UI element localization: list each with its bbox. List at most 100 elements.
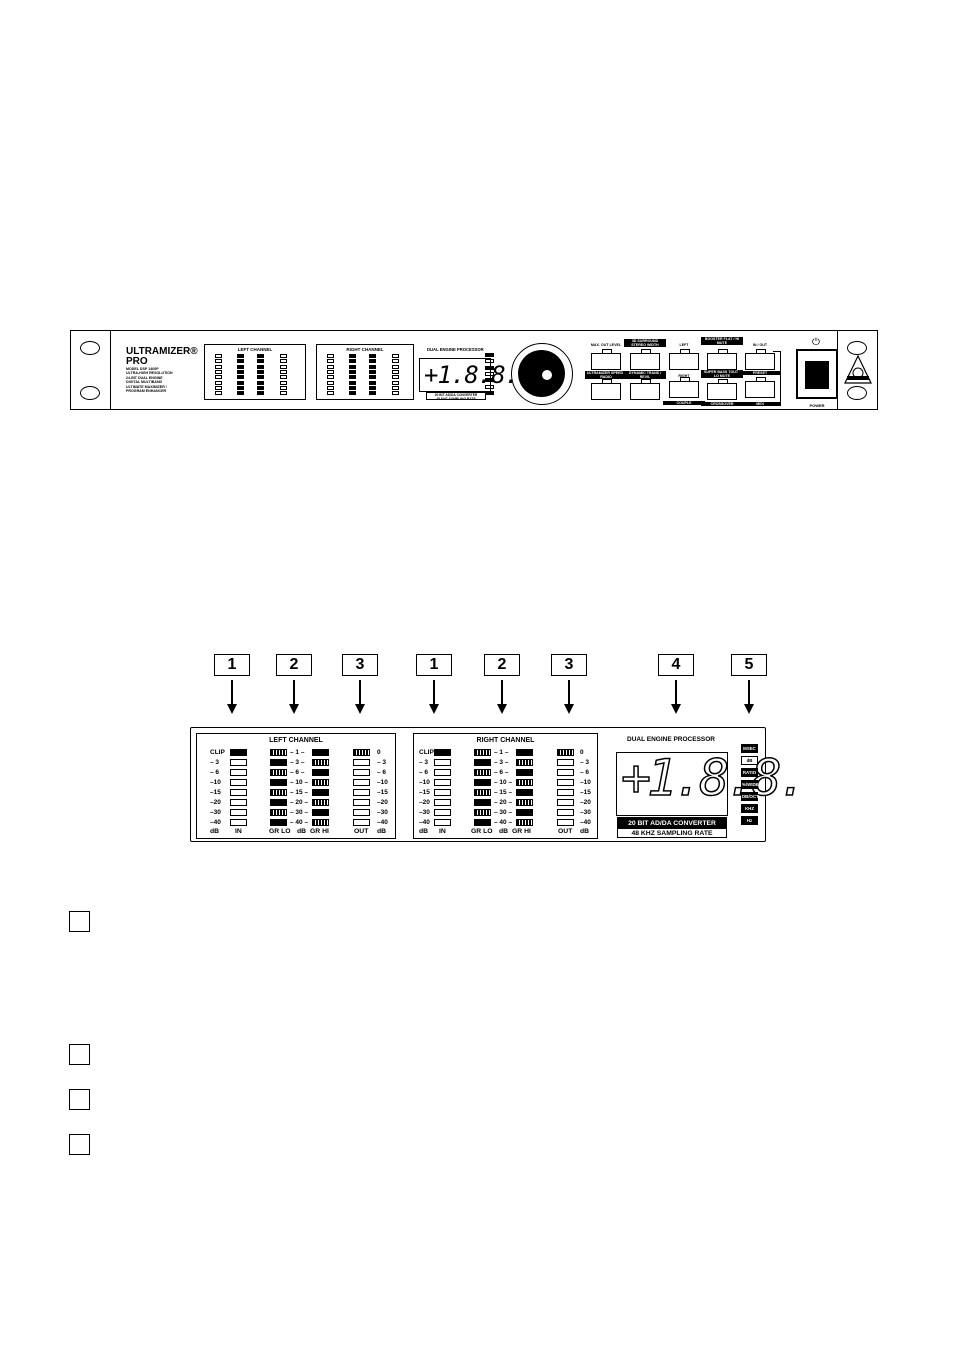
preset-button[interactable] — [745, 377, 775, 398]
out-meter-led — [557, 799, 574, 806]
gr-level-value: 30 — [295, 809, 303, 816]
gr-level-value: 15 — [295, 789, 303, 796]
btn-label-3d-surround: 3D SURROUND STEREO WIDTH — [624, 339, 666, 347]
brand-sub-6: PROGRAM ENHANCER — [126, 389, 167, 394]
out-meter-led — [353, 789, 370, 796]
mini-meter-led — [215, 354, 222, 358]
level-label-out: –15 — [377, 789, 388, 796]
gr-hi-meter-led — [312, 749, 329, 756]
callout-number: 3 — [551, 654, 587, 676]
mini-meter-led — [237, 369, 244, 374]
level-label-gr: – 40 – — [290, 819, 309, 826]
gr-level-value: 20 — [499, 799, 507, 806]
in-out-button[interactable] — [745, 349, 775, 370]
mini-meter-led — [215, 364, 222, 369]
right-button[interactable] — [669, 377, 699, 398]
level-label-in: –10 — [210, 779, 221, 786]
footer-out: OUT — [354, 828, 369, 835]
power-switch[interactable] — [796, 349, 838, 399]
mini-meter-led — [280, 375, 287, 380]
level-label-out: –10 — [580, 779, 591, 786]
footer-db: dB — [419, 828, 429, 835]
arrow-down-icon — [429, 704, 439, 714]
mini-meter-led — [327, 380, 334, 385]
callout-arrow-line — [293, 680, 295, 706]
callout-arrow-line — [433, 680, 435, 706]
gr-lo-meter-led — [474, 759, 491, 766]
gr-level-value: 10 — [295, 779, 303, 786]
mini-meter-led — [392, 364, 399, 369]
btn-label-dynamic: DYNAMIC TRANS / REVIL — [624, 371, 666, 379]
left-button[interactable] — [669, 349, 699, 370]
mini-meter-led — [349, 354, 356, 358]
level-label-out: 0 — [580, 749, 584, 756]
out-meter-led — [557, 809, 574, 816]
gr-hi-meter-led — [312, 769, 329, 776]
in-meter-led — [230, 799, 247, 806]
mini-meter-led — [257, 391, 264, 396]
level-label-in: –40 — [210, 819, 221, 826]
note-checkbox[interactable] — [69, 1134, 90, 1155]
max-out-level-button[interactable] — [591, 349, 621, 370]
mini-meter-led — [215, 385, 222, 390]
converter-label: 20 BIT AD/DA CONVERTER — [617, 817, 727, 828]
mini-meter-led — [369, 359, 376, 364]
dynamic-trans-button[interactable] — [630, 379, 660, 400]
footer-db: dB — [499, 828, 509, 835]
left-channel-panel: LEFT CHANNEL CLIP– 1 –0– 3– 3 –– 3– 6– 6… — [196, 733, 396, 839]
gr-level-value: 30 — [499, 809, 507, 816]
mini-meter-led — [257, 385, 264, 390]
arrow-down-icon — [289, 704, 299, 714]
mini-converter-label: 20 BIT AD/DA CONVERTER 48 KHZ SAMPLING R… — [426, 392, 486, 401]
gr-lo-meter-led — [270, 779, 287, 786]
note-checkbox[interactable] — [69, 1089, 90, 1110]
mini-meter-led — [349, 369, 356, 374]
gr-lo-meter-led — [270, 749, 287, 756]
gr-lo-meter-led — [474, 819, 491, 826]
brand-name: ULTRAMIZER® — [126, 346, 198, 357]
gr-hi-meter-led — [516, 769, 533, 776]
out-meter-led — [353, 809, 370, 816]
mini-left-channel-meter: LEFT CHANNEL — [204, 344, 306, 400]
callout-number: 1 — [416, 654, 452, 676]
mini-meter-led — [280, 391, 287, 396]
out-meter-led — [353, 819, 370, 826]
note-checkbox[interactable] — [69, 1044, 90, 1065]
mini-meter-led — [237, 391, 244, 396]
gr-lo-meter-led — [474, 779, 491, 786]
arrow-down-icon — [227, 704, 237, 714]
power-icon: ⏻ — [812, 337, 820, 348]
gr-level-value: 40 — [295, 819, 303, 826]
unit-indicator: Hz — [741, 816, 758, 825]
gr-hi-meter-led — [516, 799, 533, 806]
level-label-gr: – 30 – — [494, 809, 513, 816]
brand-sub-4: DIGITAL MULTIBAND — [126, 380, 163, 385]
mini-meter-led — [392, 369, 399, 374]
gr-hi-meter-led — [312, 779, 329, 786]
gr-level-value: 6 — [499, 769, 504, 776]
jog-wheel[interactable] — [511, 343, 573, 405]
footer-db: dB — [210, 828, 220, 835]
callout-arrow-line — [568, 680, 570, 706]
mini-meter-led — [369, 364, 376, 369]
gr-lo-meter-led — [474, 809, 491, 816]
mini-meter-led — [257, 375, 264, 380]
mini-meter-led — [215, 391, 222, 396]
footer-db: dB — [377, 828, 387, 835]
booster-button[interactable] — [707, 349, 737, 370]
super-bass-button[interactable] — [707, 379, 737, 400]
stereo-width-button[interactable] — [630, 349, 660, 370]
ultramizer-speed-button[interactable] — [591, 379, 621, 400]
mount-hole — [80, 386, 100, 400]
level-label-in: –30 — [419, 809, 430, 816]
mini-meter-led — [369, 380, 376, 385]
level-label-in: – 3 — [419, 759, 429, 766]
mini-meter-led — [237, 364, 244, 369]
gr-hi-meter-led — [516, 809, 533, 816]
mini-meter-led — [257, 359, 264, 364]
level-label-in: CLIP — [419, 749, 434, 756]
note-checkbox[interactable] — [69, 911, 90, 932]
level-label-out: –10 — [377, 779, 388, 786]
arrow-down-icon — [355, 704, 365, 714]
level-label-in: CLIP — [210, 749, 225, 756]
